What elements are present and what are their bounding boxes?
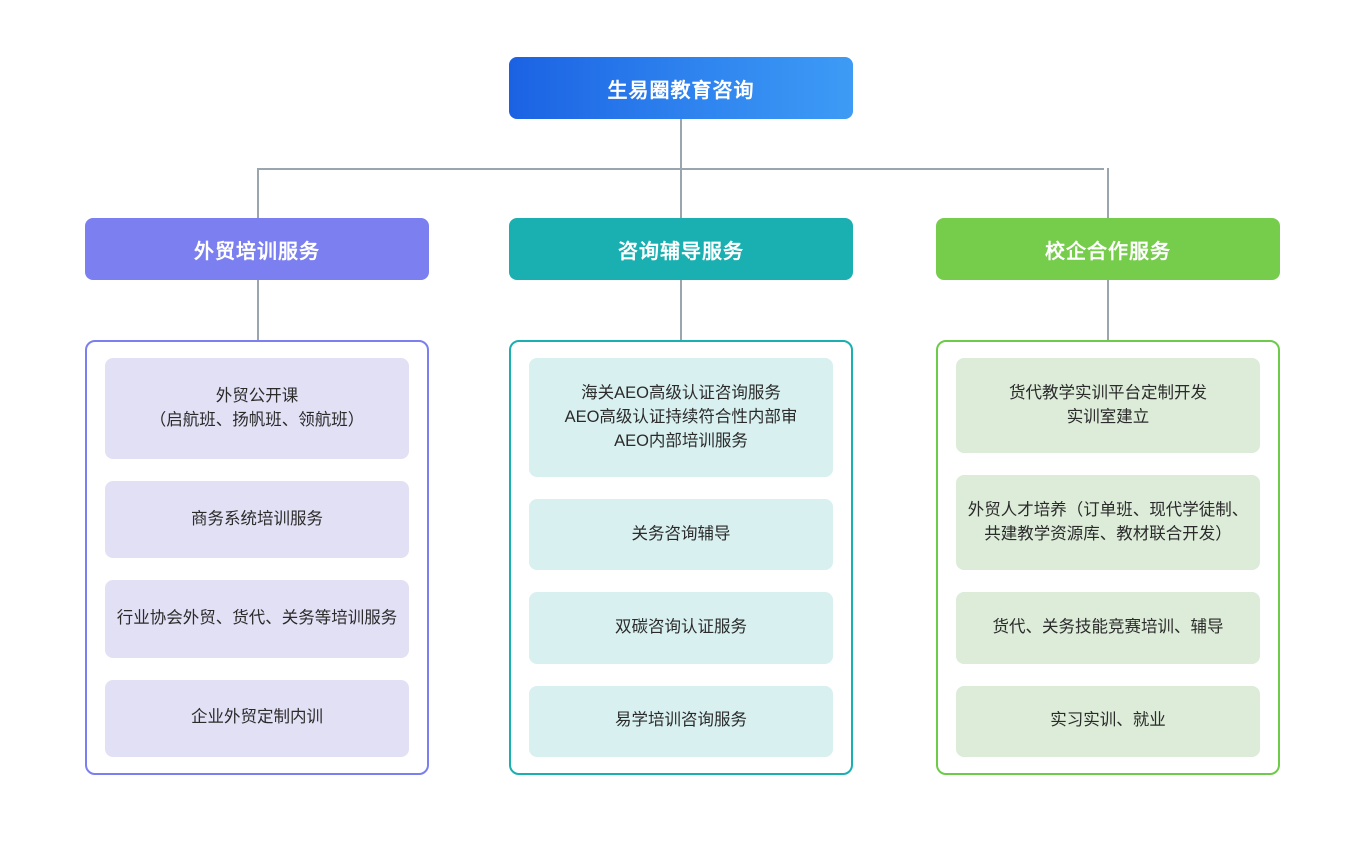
connector-root-down <box>680 119 682 169</box>
list-item[interactable]: 外贸人才培养（订单班、现代学徒制、共建教学资源库、教材联合开发） <box>956 475 1260 571</box>
list-item[interactable]: 企业外贸定制内训 <box>105 679 409 757</box>
branch-list-2: 海关AEO高级认证咨询服务 AEO高级认证持续符合性内部审 AEO内部培训服务 … <box>509 340 853 775</box>
list-item[interactable]: 货代、关务技能竞赛培训、辅导 <box>956 592 1260 664</box>
root-node[interactable]: 生易圈教育咨询 <box>509 57 853 119</box>
list-item[interactable]: 实习实训、就业 <box>956 685 1260 758</box>
connector-header-to-list-1 <box>257 280 259 340</box>
branch-list-3: 货代教学实训平台定制开发 实训室建立 外贸人才培养（订单班、现代学徒制、共建教学… <box>936 340 1280 775</box>
list-item[interactable]: 商务系统培训服务 <box>105 481 409 559</box>
connector-header-to-list-2 <box>680 280 682 340</box>
connector-drop-branch-1 <box>257 168 259 218</box>
connector-drop-branch-2 <box>680 168 682 218</box>
branch-header-3[interactable]: 校企合作服务 <box>936 218 1280 280</box>
branch-header-1[interactable]: 外贸培训服务 <box>85 218 429 280</box>
branch-header-1-label: 外贸培训服务 <box>194 240 320 263</box>
list-item[interactable]: 外贸公开课 （启航班、扬帆班、领航班） <box>105 358 409 460</box>
list-item[interactable]: 行业协会外贸、货代、关务等培训服务 <box>105 580 409 658</box>
root-node-label: 生易圈教育咨询 <box>607 79 755 102</box>
connector-drop-branch-3 <box>1107 168 1109 218</box>
branch-header-2[interactable]: 咨询辅导服务 <box>509 218 853 280</box>
list-item[interactable]: 货代教学实训平台定制开发 实训室建立 <box>956 358 1260 454</box>
branch-header-3-label: 校企合作服务 <box>1045 240 1171 263</box>
list-item[interactable]: 关务咨询辅导 <box>529 499 833 571</box>
list-item[interactable]: 双碳咨询认证服务 <box>529 592 833 664</box>
branch-list-1: 外贸公开课 （启航班、扬帆班、领航班） 商务系统培训服务 行业协会外贸、货代、关… <box>85 340 429 775</box>
list-item[interactable]: 海关AEO高级认证咨询服务 AEO高级认证持续符合性内部审 AEO内部培训服务 <box>529 358 833 478</box>
list-item[interactable]: 易学培训咨询服务 <box>529 685 833 758</box>
branch-header-2-label: 咨询辅导服务 <box>618 240 744 263</box>
connector-header-to-list-3 <box>1107 280 1109 340</box>
